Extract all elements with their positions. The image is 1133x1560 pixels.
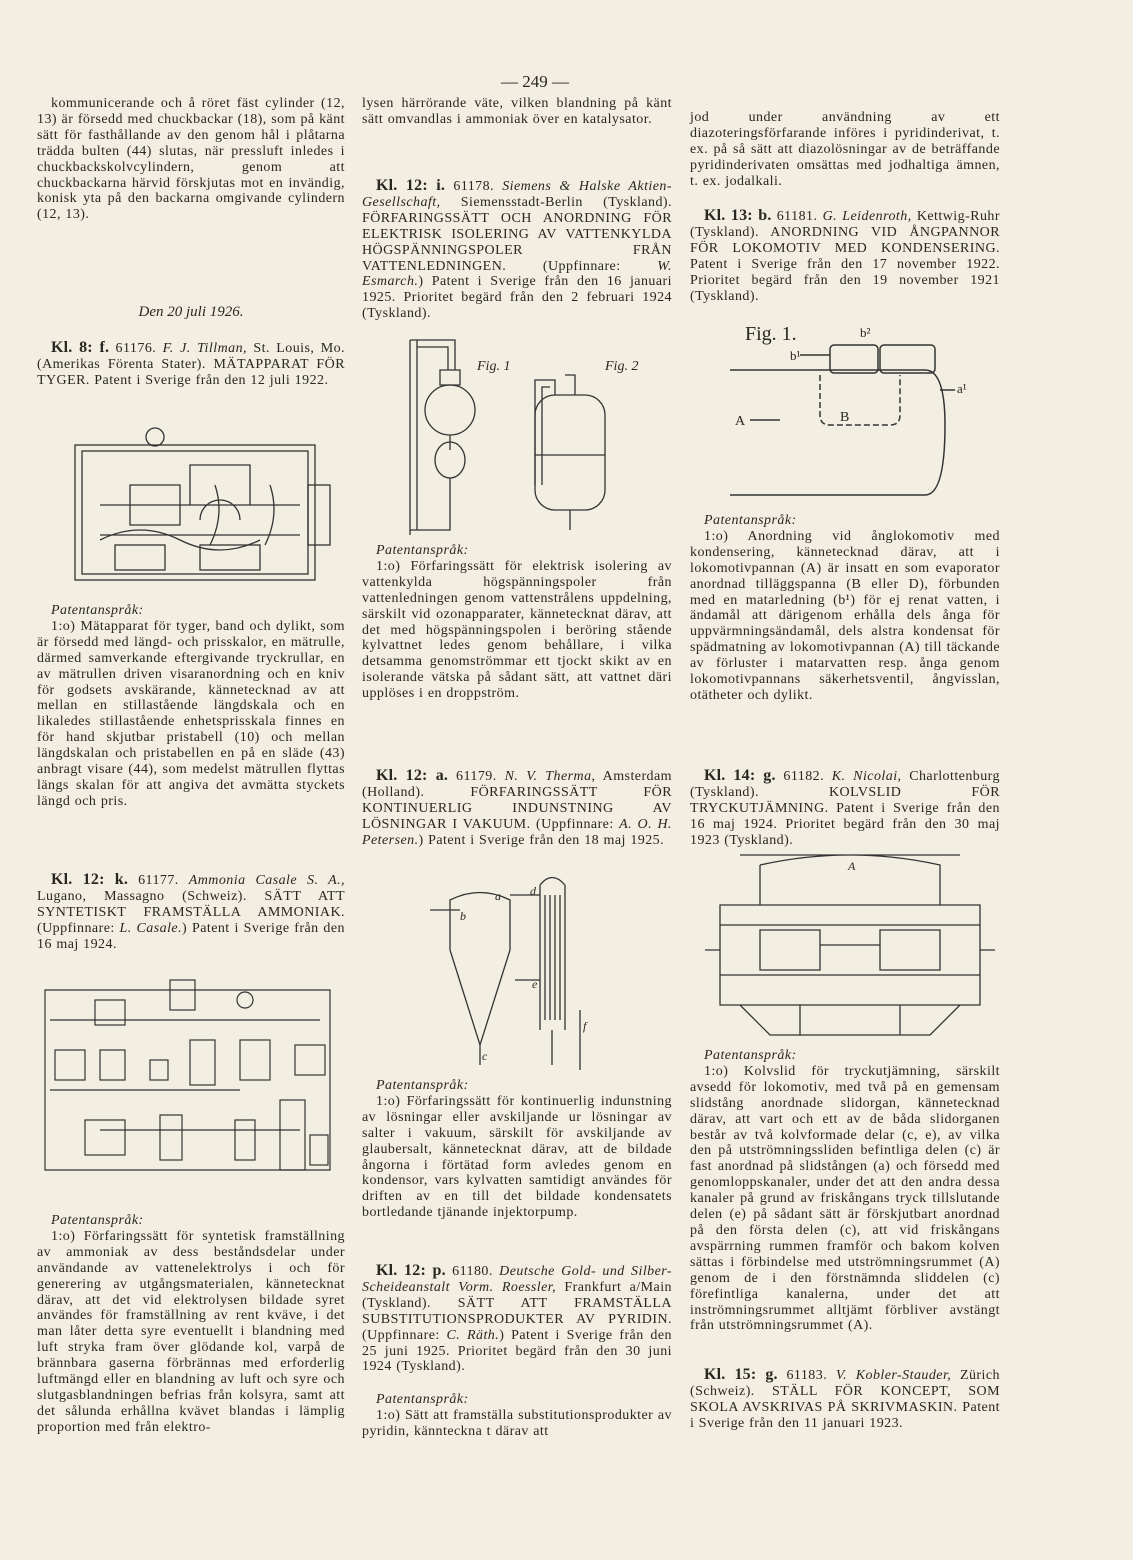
class-label: Kl. 12: p.	[376, 1262, 446, 1279]
class-label: Kl. 12: i.	[376, 177, 446, 194]
inventor: A. O. H. Petersen.	[362, 816, 673, 848]
class-label: Kl. 14: g.	[704, 767, 776, 784]
claims-61177: Patentanspråk: 1:o) Förfaringssätt för s…	[37, 1213, 345, 1436]
claims-heading: Patentanspråk:	[51, 603, 144, 618]
label-b2: b²	[860, 325, 871, 340]
label-a1: a¹	[957, 381, 967, 396]
figure-siemens-isolation: Fig. 1 Fig. 2	[409, 339, 638, 535]
class-label: Kl. 8: f.	[51, 339, 110, 356]
figure-therma-evaporator: a b c d e f	[430, 876, 588, 1070]
figure-tillman-measuring-apparatus	[74, 427, 331, 581]
claim-text: 1:o) Förfaringssätt för syntetisk framst…	[37, 1228, 345, 1435]
patent-entry-61177: Kl. 12: k. 61177. Ammonia Casale S. A., …	[37, 872, 345, 953]
entry-text: St. Louis, Mo. (Amerikas Förenta Stater)…	[37, 341, 346, 388]
claim-text: 1:o) Mätapparat för tyger, band och dyli…	[37, 618, 345, 809]
fig1-label: Fig. 1	[476, 359, 510, 374]
patent-number: 61177.	[138, 873, 179, 888]
claims-heading: Patentanspråk:	[704, 513, 797, 528]
entry-text: Charlottenburg (Tyskland). KOLVSLID FÖR …	[690, 769, 1000, 848]
claims-heading: Patentanspråk:	[376, 543, 469, 558]
claim-continuation-61180: jod under användning av ett diazoterings…	[690, 110, 1000, 189]
fig-label: Fig. 1.	[745, 323, 797, 345]
figure-leidenroth-boiler: Fig. 1. A B b¹ b² a¹	[730, 323, 967, 496]
claims-61180: Patentanspråk: 1:o) Sätt att framställa …	[362, 1392, 672, 1440]
claims-61181: Patentanspråk: 1:o) Anordning vid ånglok…	[690, 513, 1000, 704]
entry-text-cont: ) Patent i Sverige från den 16 maj 1924.	[37, 920, 345, 952]
claim-text: 1:o) Sätt att framställa substitutionspr…	[362, 1407, 672, 1439]
entry-text: Zürich (Schweiz). STÄLL FÖR KONCEPT, SOM…	[690, 1368, 1001, 1431]
patent-entry-61179: Kl. 12: a. 61179. N. V. Therma, Amsterda…	[362, 768, 672, 849]
claims-61176: Patentanspråk: 1:o) Mätapparat för tyger…	[37, 603, 345, 810]
claims-heading: Patentanspråk:	[376, 1078, 469, 1093]
label-c: c	[482, 1049, 488, 1063]
applicant: K. Nicolai,	[831, 769, 902, 784]
patent-entry-61181: Kl. 13: b. 61181. G. Leidenroth, Kettwig…	[690, 208, 1000, 304]
patent-number: 61176.	[115, 341, 157, 356]
claims-heading: Patentanspråk:	[376, 1392, 469, 1407]
entry-text: Frankfurt a/Main (Tyskland). SÄTT ATT FR…	[362, 1279, 672, 1343]
applicant: F. J. Tillman,	[162, 341, 247, 356]
patent-entry-61180: Kl. 12: p. 61180. Deutsche Gold- und Sil…	[362, 1263, 672, 1375]
entry-text: Siemensstadt-Berlin (Tyskland). FÖRFARIN…	[362, 194, 672, 274]
label-B: B	[840, 410, 849, 425]
page-number: — 249 —	[501, 72, 569, 91]
class-label: Kl. 15: g.	[704, 1366, 778, 1383]
patent-number: 61179.	[456, 769, 497, 784]
claim-text: 1:o) Förfaringssätt för elektrisk isoler…	[362, 558, 672, 702]
class-label: Kl. 12: a.	[376, 767, 449, 784]
claim-text: 1:o) Anordning vid ånglokomotiv med kond…	[690, 528, 1000, 703]
label-f: f	[583, 1019, 588, 1033]
patent-number: 61181.	[776, 209, 818, 224]
patent-entry-61182: Kl. 14: g. 61182. K. Nicolai, Charlotten…	[690, 768, 1000, 849]
patent-number: 61178.	[453, 179, 494, 194]
patent-number: 61182.	[783, 769, 825, 784]
entry-text-cont: ) Patent i Sverige från den 18 maj 1925.	[418, 832, 665, 848]
inventor: L. Casale.	[119, 920, 183, 936]
claims-heading: Patentanspråk:	[51, 1213, 144, 1228]
claim-text: 1:o) Förfaringssätt för kontinuerlig ind…	[362, 1093, 672, 1221]
class-label: Kl. 13: b.	[704, 207, 772, 224]
entry-text-cont: ) Patent i Sverige från den 25 juni 1925…	[362, 1327, 673, 1375]
applicant: N. V. Therma,	[504, 769, 596, 784]
entry-text-cont: ) Patent i Sverige från den 16 januari 1…	[362, 274, 672, 322]
claim-text: 1:o) Kolvslid för tryckutjämning, särski…	[690, 1063, 1000, 1334]
inventor: C. Räth.	[446, 1327, 500, 1343]
label-a: a	[495, 889, 501, 903]
claim-continuation-61177: lysen härrörande väte, vilken blandning …	[362, 96, 672, 127]
claims-61179: Patentanspråk: 1:o) Förfaringssätt för k…	[362, 1078, 672, 1221]
applicant: Deutsche Gold- und Silber-Scheideanstalt…	[362, 1264, 673, 1295]
figure-nicolai-piston-valve: A	[705, 854, 995, 1036]
patent-number: 61180.	[452, 1264, 493, 1279]
label-b1: b¹	[790, 348, 801, 363]
entry-text: Lugano, Massagno (Schweiz). SÄTT ATT SYN…	[37, 888, 345, 936]
label-d: d	[530, 884, 537, 898]
claims-61178: Patentanspråk: 1:o) Förfaringssätt för e…	[362, 543, 672, 702]
class-label: Kl. 12: k.	[51, 871, 129, 888]
label-A: A	[847, 859, 856, 873]
patent-entry-61176: Kl. 8: f. 61176. F. J. Tillman, St. Loui…	[37, 340, 345, 389]
label-e: e	[532, 977, 538, 991]
claims-61182: Patentanspråk: 1:o) Kolvslid för tryckut…	[690, 1048, 1000, 1334]
inventor: W. Esmarch.	[362, 258, 672, 290]
figure-casale-ammonia-plant	[44, 979, 331, 1171]
patent-entry-61178: Kl. 12: i. 61178. Siemens & Halske Aktie…	[362, 178, 672, 322]
applicant: G. Leidenroth,	[822, 209, 912, 224]
entry-text: Amsterdam (Holland). FÖRFARINGSSÄTT FÖR …	[362, 769, 673, 832]
claims-heading: Patentanspråk:	[704, 1048, 797, 1063]
applicant: Ammonia Casale S. A.,	[188, 873, 345, 888]
fig2-label: Fig. 2	[604, 359, 638, 374]
continuation-paragraph: kommunicerande och å röret fäst cylinder…	[37, 96, 345, 223]
patent-number: 61183.	[786, 1368, 828, 1383]
patent-entry-61183: Kl. 15: g. 61183. V. Kobler-Stauder, Zür…	[690, 1367, 1000, 1432]
date-heading: Den 20 juli 1926.	[138, 304, 244, 320]
applicant: Siemens & Halske Aktien-Gesellschaft,	[362, 179, 672, 210]
label-A: A	[735, 414, 746, 429]
applicant: V. Kobler-Stauder,	[835, 1368, 952, 1383]
label-b: b	[460, 909, 466, 923]
entry-text: Kettwig-Ruhr (Tyskland). ANORDNING VID Å…	[690, 209, 1000, 304]
